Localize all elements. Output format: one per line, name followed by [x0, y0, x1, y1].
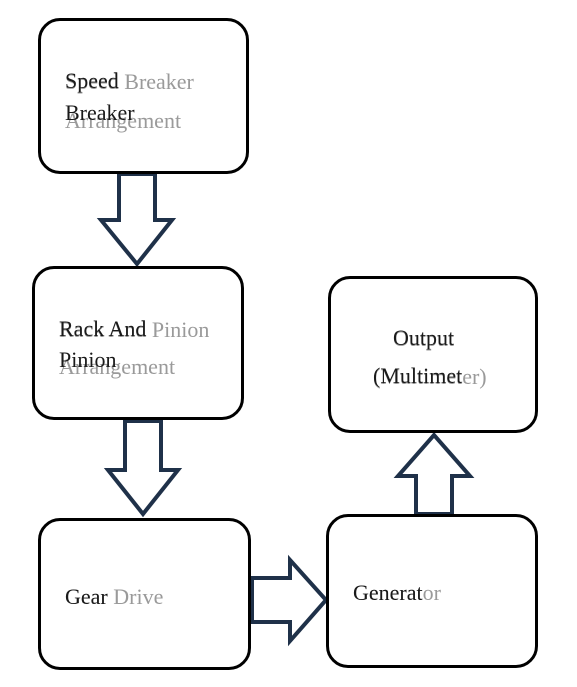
output-ghost-line1: Output	[393, 326, 455, 351]
speed-breaker-ghost-line1: Speed Breaker	[65, 69, 194, 94]
generator-ghost: Generator	[353, 580, 441, 605]
gear-drive-box: Gear Drive Gear	[38, 518, 251, 670]
speed-breaker-ghost-line2: Arrangement	[65, 108, 182, 133]
rack-pinion-ghost-line2: Arrangement	[59, 354, 176, 379]
speed-breaker-box: Speed Breaker Arrangement Speed Breaker	[38, 18, 249, 174]
arrow-speed-to-rack	[96, 172, 177, 268]
rack-pinion-label-line1: Rack And	[59, 316, 147, 341]
rack-and-pinion-box: Rack And Pinion Arrangement Rack And Pin…	[32, 266, 244, 420]
speed-breaker-label-line1: Speed	[65, 68, 119, 93]
generator-box: Generator Generat	[326, 514, 538, 668]
arrow-gear-to-generator	[250, 554, 329, 647]
rack-pinion-label-line2: Pinion	[59, 347, 117, 372]
output-label-line1: Output	[393, 325, 455, 350]
rack-pinion-ghost-line1: Rack And Pinion	[59, 317, 210, 342]
speed-breaker-label-line2: Breaker	[65, 100, 135, 125]
gear-drive-label: Gear	[65, 584, 108, 609]
arrow-rack-to-gear	[103, 419, 183, 518]
output-ghost-line2: (Multimeter)	[373, 364, 487, 389]
arrow-generator-to-output	[393, 431, 475, 516]
output-multimeter-box: Output (Multimeter) Output (Multimet	[328, 276, 538, 433]
generator-label: Generat	[353, 580, 423, 605]
output-label-line2: (Multimet	[373, 363, 463, 388]
gear-drive-ghost: Gear Drive	[65, 584, 164, 609]
